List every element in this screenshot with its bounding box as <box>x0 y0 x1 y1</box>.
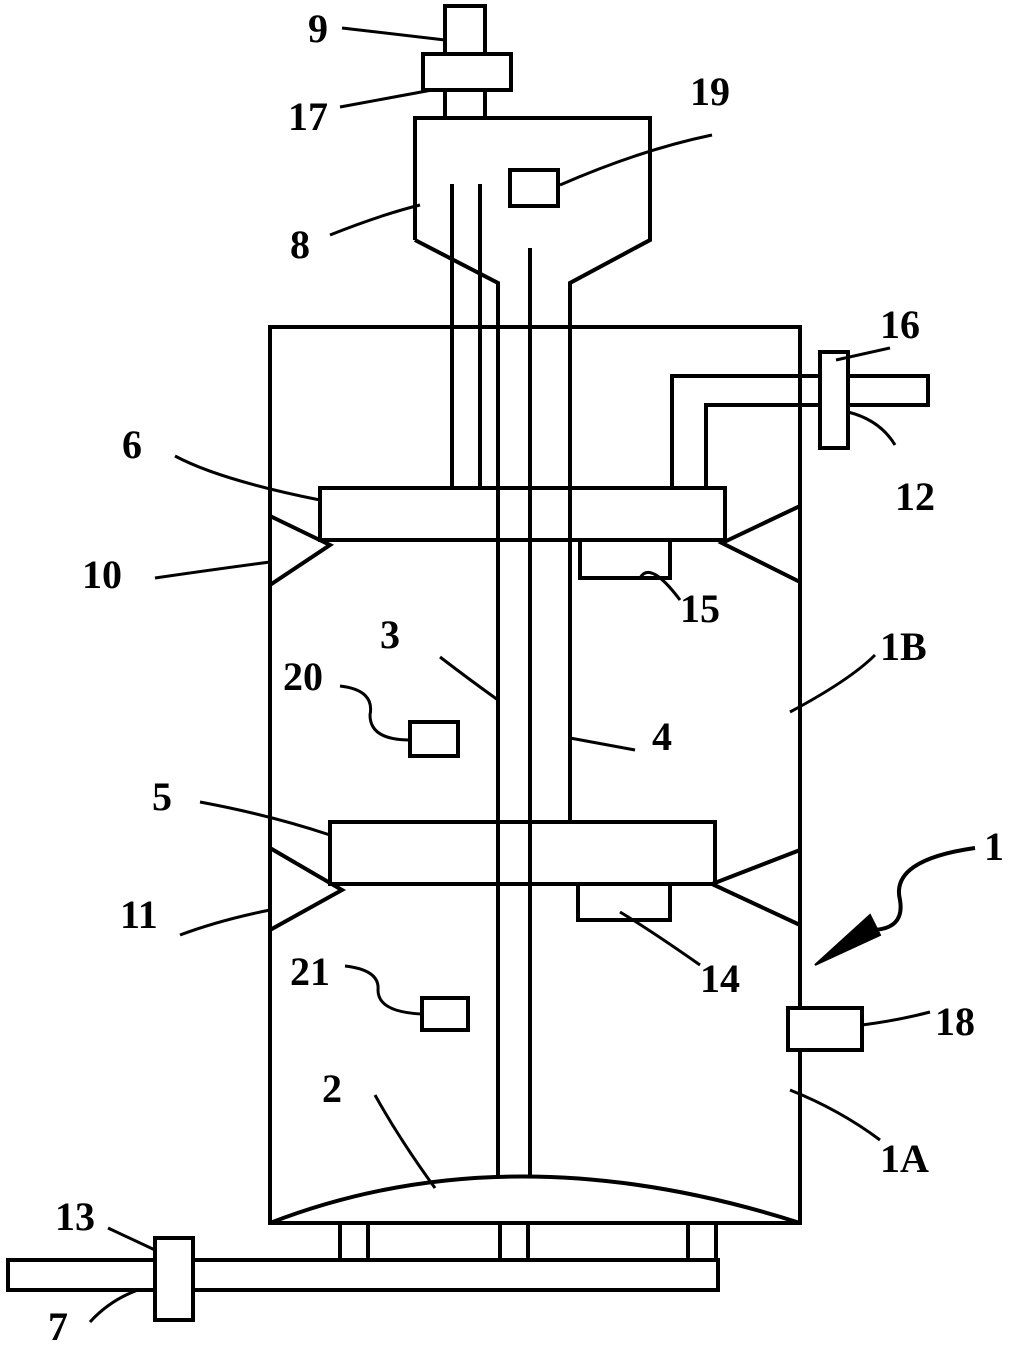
sensor-21 <box>420 996 470 1032</box>
label-10: 10 <box>82 552 122 597</box>
motor-housing <box>413 116 652 327</box>
upper-wedge-left <box>268 514 335 587</box>
label-13: 13 <box>55 1194 95 1239</box>
upper-right-pipe <box>670 374 930 488</box>
label-3: 3 <box>380 612 400 657</box>
label-17: 17 <box>288 94 328 139</box>
label-4: 4 <box>652 714 672 759</box>
label-5: 5 <box>152 774 172 819</box>
label-14: 14 <box>700 956 740 1001</box>
label-1B: 1B <box>880 624 927 669</box>
bottom-supports <box>338 1223 718 1260</box>
vertical-rods <box>450 184 532 488</box>
label-20: 20 <box>283 654 323 699</box>
sensor-19 <box>508 168 560 208</box>
upper-valve <box>818 350 850 450</box>
leader-lines <box>88 26 931 1324</box>
label-2: 2 <box>322 1066 342 1111</box>
bottom-dome <box>269 1174 801 1225</box>
lower-plate <box>328 820 717 886</box>
upper-plate <box>318 486 727 542</box>
label-9: 9 <box>308 6 328 51</box>
lower-wedge-left <box>268 846 347 932</box>
label-1: 1 <box>984 824 1004 869</box>
label-19: 19 <box>690 69 730 114</box>
bottom-valve <box>153 1236 195 1322</box>
label-7: 7 <box>48 1304 68 1349</box>
sensor-18 <box>786 1006 864 1052</box>
label-15: 15 <box>680 586 720 631</box>
motor-shaft-top <box>443 4 487 56</box>
label-12: 12 <box>895 474 935 519</box>
sensor-20 <box>408 720 460 758</box>
label-11: 11 <box>120 892 158 937</box>
motor-housing-left-taper <box>414 238 500 327</box>
label-6: 6 <box>122 422 142 467</box>
bottom-outlet-pipe <box>6 1258 720 1292</box>
upper-wedge-right <box>717 504 801 584</box>
label-1A: 1A <box>880 1136 929 1181</box>
label-16: 16 <box>880 302 920 347</box>
label-21: 21 <box>290 949 330 994</box>
upper-block <box>578 538 672 580</box>
tank-body <box>268 325 802 1225</box>
label-8: 8 <box>290 222 310 267</box>
coupling-neck <box>443 88 487 120</box>
label-18: 18 <box>935 999 975 1044</box>
arrow-1-line <box>869 846 976 932</box>
main-shaft <box>496 327 532 1175</box>
arrow-1-head <box>814 913 882 966</box>
coupling <box>421 52 513 92</box>
lower-wedge-right <box>706 848 801 927</box>
